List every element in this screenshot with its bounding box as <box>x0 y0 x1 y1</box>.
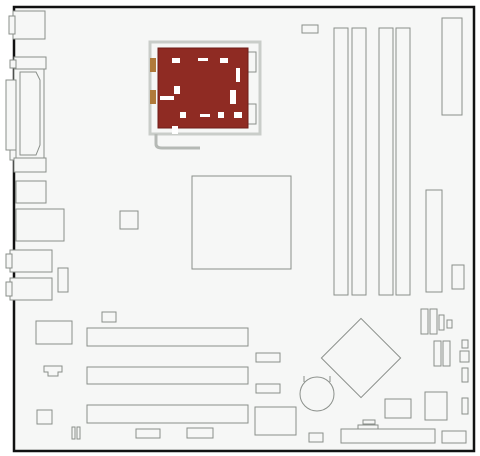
dimm-slot-1 <box>333 27 349 296</box>
audio-jack-top <box>9 249 53 273</box>
cd-in-header <box>43 365 63 377</box>
audio-jack-bottom <box>9 277 53 301</box>
lan-usb-stack <box>15 208 65 242</box>
io-tab <box>9 59 17 69</box>
usb-header-2 <box>186 427 214 439</box>
ide-connector <box>425 189 443 293</box>
header-mid-2 <box>255 383 281 394</box>
cpu-socket <box>148 40 262 150</box>
super-io-chip <box>254 406 297 436</box>
dimm-slot-3 <box>378 27 394 296</box>
audio-bracket-bottom <box>5 281 13 297</box>
audio-bracket-top <box>5 253 13 269</box>
small-chip <box>119 210 139 230</box>
dimm-slots <box>333 27 411 296</box>
usb-header-1 <box>135 428 161 439</box>
header-mid-1 <box>255 352 281 363</box>
io-tab-2 <box>9 149 17 161</box>
parallel-port-connector <box>19 71 41 156</box>
jumper-2 <box>76 426 81 440</box>
small-strip-2 <box>357 424 379 430</box>
pci-slot-2 <box>86 366 249 385</box>
pci-slot-1 <box>86 327 249 347</box>
power-header-bottom <box>441 430 467 444</box>
front-panel-header <box>340 428 436 444</box>
sata-headers <box>420 308 470 415</box>
parallel-bracket <box>5 79 17 151</box>
dimm-slot-2 <box>351 27 367 296</box>
small-strip-1 <box>362 419 376 425</box>
slot-small-header <box>101 311 117 323</box>
atx-power-connector <box>441 17 463 116</box>
expansion-slots <box>86 311 249 424</box>
pci-slot-3 <box>86 404 249 424</box>
vga-port <box>13 157 47 173</box>
northbridge-chip <box>191 175 292 270</box>
lan-chip <box>424 391 448 421</box>
usb-ports <box>15 180 47 204</box>
bios-chip <box>384 398 412 419</box>
rear-io-panel <box>5 10 69 301</box>
fan-header-top <box>301 24 319 34</box>
small-header-bottom <box>308 432 324 443</box>
ps2-ports <box>12 10 46 40</box>
ps2-bracket <box>8 15 16 35</box>
io-header-top <box>13 56 47 70</box>
audio-codec <box>35 320 73 345</box>
southbridge-chip <box>320 317 402 399</box>
jumper-1 <box>71 426 76 440</box>
small-component <box>36 409 53 425</box>
floppy-header <box>451 264 465 290</box>
cmos-battery <box>299 376 335 412</box>
dimm-slot-4 <box>395 27 411 296</box>
small-header <box>57 267 69 293</box>
